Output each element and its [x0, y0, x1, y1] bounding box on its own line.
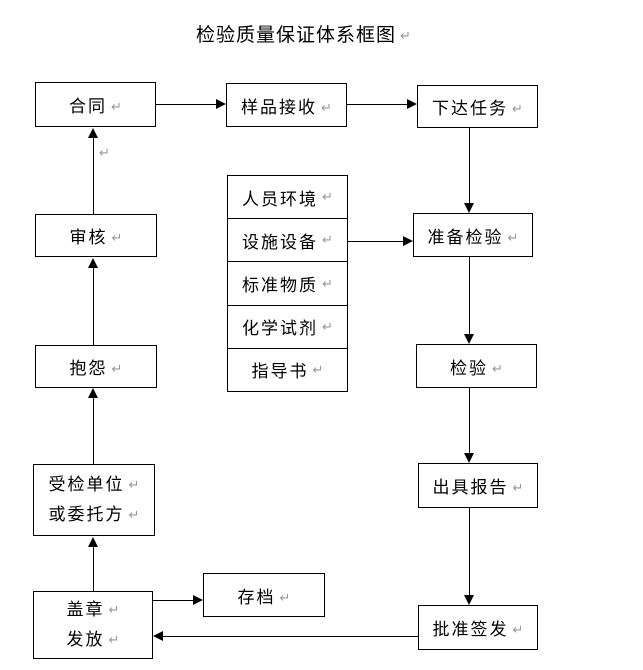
connector-contract-to-sample-arrowhead: [216, 99, 226, 109]
paragraph-mark-icon: ↵: [128, 477, 140, 492]
paragraph-mark-icon: ↵: [322, 189, 333, 205]
paragraph-mark-icon: ↵: [128, 507, 140, 522]
box-complaint-label: 抱怨↵: [69, 359, 123, 378]
box-issue-report: 出具报告↵: [418, 463, 538, 508]
paragraph-mark-icon: ↵: [322, 318, 333, 334]
paragraph-mark-icon: ↵: [322, 275, 333, 291]
connector-complaint-to-review-line: [93, 267, 94, 345]
box-review: 审核↵: [35, 214, 157, 257]
box-client-line-2: 或委托方↵: [48, 505, 140, 524]
paragraph-mark-icon: ↵: [111, 99, 122, 114]
box-client-line-1: 受检单位↵: [48, 475, 140, 494]
connector-task-to-prepare-line: [469, 128, 470, 205]
resources-cell-facilities-equipment: 设施设备↵: [228, 218, 347, 261]
connector-contract-to-sample-line: [156, 104, 218, 105]
box-stamp-line-1: 盖章↵: [66, 600, 120, 619]
box-archive: 存档↵: [203, 573, 325, 617]
paragraph-mark-icon: ↵: [321, 99, 332, 115]
connector-stamp-to-archive-arrowhead: [193, 595, 203, 605]
paragraph-mark-icon: ↵: [99, 145, 110, 160]
connector-approve-to-stamp-arrowhead: [153, 631, 163, 641]
connector-report-to-approve-line: [469, 508, 470, 597]
connector-prepare-to-inspection-arrowhead: [464, 334, 474, 344]
box-prepare-inspection: 准备检验↵: [413, 213, 533, 257]
connector-resources-to-prepare-line: [348, 241, 405, 242]
box-resources-stack: 人员环境↵ 设施设备↵ 标准物质↵ 化学试剂↵ 指导书↵: [227, 175, 348, 392]
resources-cell-personnel-environment: 人员环境↵: [242, 189, 333, 209]
paragraph-mark-icon: ↵: [108, 602, 120, 617]
box-inspected-unit-or-client: 受检单位↵ 或委托方↵: [33, 464, 155, 536]
box-contract: 合同↵: [35, 82, 156, 127]
connector-inspection-to-report-arrowhead: [464, 453, 474, 463]
paragraph-mark-icon: ↵: [512, 622, 524, 637]
box-stamp-issue: 盖章↵ 发放↵: [33, 591, 153, 659]
connector-prepare-to-inspection-line: [469, 257, 470, 336]
connector-stamp-to-archive-line: [153, 600, 195, 601]
box-issue-report-label: 出具报告↵: [432, 478, 524, 497]
box-issue-task-label: 下达任务↵: [432, 99, 523, 118]
box-inspection-label: 检验↵: [450, 358, 503, 378]
box-prepare-inspection-label: 准备检验↵: [427, 227, 519, 247]
paragraph-mark-icon: ↵: [507, 229, 519, 245]
box-sample-reception-label: 样品接收↵: [241, 97, 332, 117]
connector-resources-to-prepare-arrowhead: [403, 236, 413, 246]
paragraph-mark-icon: ↵: [400, 28, 411, 43]
connector-sample-to-task-line: [347, 104, 409, 105]
paragraph-mark-icon: ↵: [492, 360, 503, 376]
connector-stamp-to-client-line: [93, 546, 94, 591]
box-review-label: 审核↵: [69, 228, 123, 247]
paragraph-mark-icon: ↵: [512, 480, 524, 495]
box-complaint: 抱怨↵: [35, 345, 157, 388]
paragraph-mark-icon: ↵: [312, 361, 324, 377]
connector-stamp-to-client-arrowhead: [88, 537, 98, 547]
paragraph-mark-icon: ↵: [111, 230, 123, 245]
box-archive-label: 存档↵: [237, 587, 291, 607]
box-issue-task: 下达任务↵: [417, 85, 538, 128]
connector-review-to-contract-line: [93, 137, 94, 214]
connector-complaint-to-review-arrowhead: [88, 258, 98, 268]
box-inspection: 检验↵: [416, 344, 537, 388]
paragraph-mark-icon: ↵: [512, 101, 523, 116]
connector-report-to-approve-arrowhead: [464, 595, 474, 605]
box-contract-label: 合同↵: [69, 97, 122, 116]
connector-inspection-to-report-line: [469, 388, 470, 455]
diagram-title-text: 检验质量保证体系框图: [196, 25, 397, 46]
paragraph-mark-icon: ↵: [322, 232, 333, 248]
box-stamp-line-2: 发放↵: [66, 630, 120, 649]
paragraph-mark-icon: ↵: [111, 361, 123, 376]
diagram-title: 检验质量保证体系框图↵: [196, 20, 411, 47]
box-approve-sign: 批准签发↵: [418, 605, 538, 650]
connector-review-to-contract-arrowhead: [88, 128, 98, 138]
connector-client-to-complaint-arrowhead: [88, 388, 98, 398]
resources-cell-standard-materials: 标准物质↵: [228, 261, 347, 304]
box-sample-reception: 样品接收↵: [226, 83, 347, 127]
box-approve-sign-label: 批准签发↵: [432, 620, 524, 639]
connector-client-to-complaint-line: [93, 397, 94, 464]
connector-sample-to-task-arrowhead: [407, 99, 417, 109]
resources-cell-chemical-reagents: 化学试剂↵: [228, 304, 347, 348]
paragraph-mark-icon: ↵: [279, 589, 291, 605]
resources-cell-instruction-book: 指导书↵: [228, 347, 347, 391]
connector-task-to-prepare-arrowhead: [464, 203, 474, 213]
paragraph-mark-icon: ↵: [108, 632, 120, 647]
connector-approve-to-stamp-line: [162, 636, 418, 637]
